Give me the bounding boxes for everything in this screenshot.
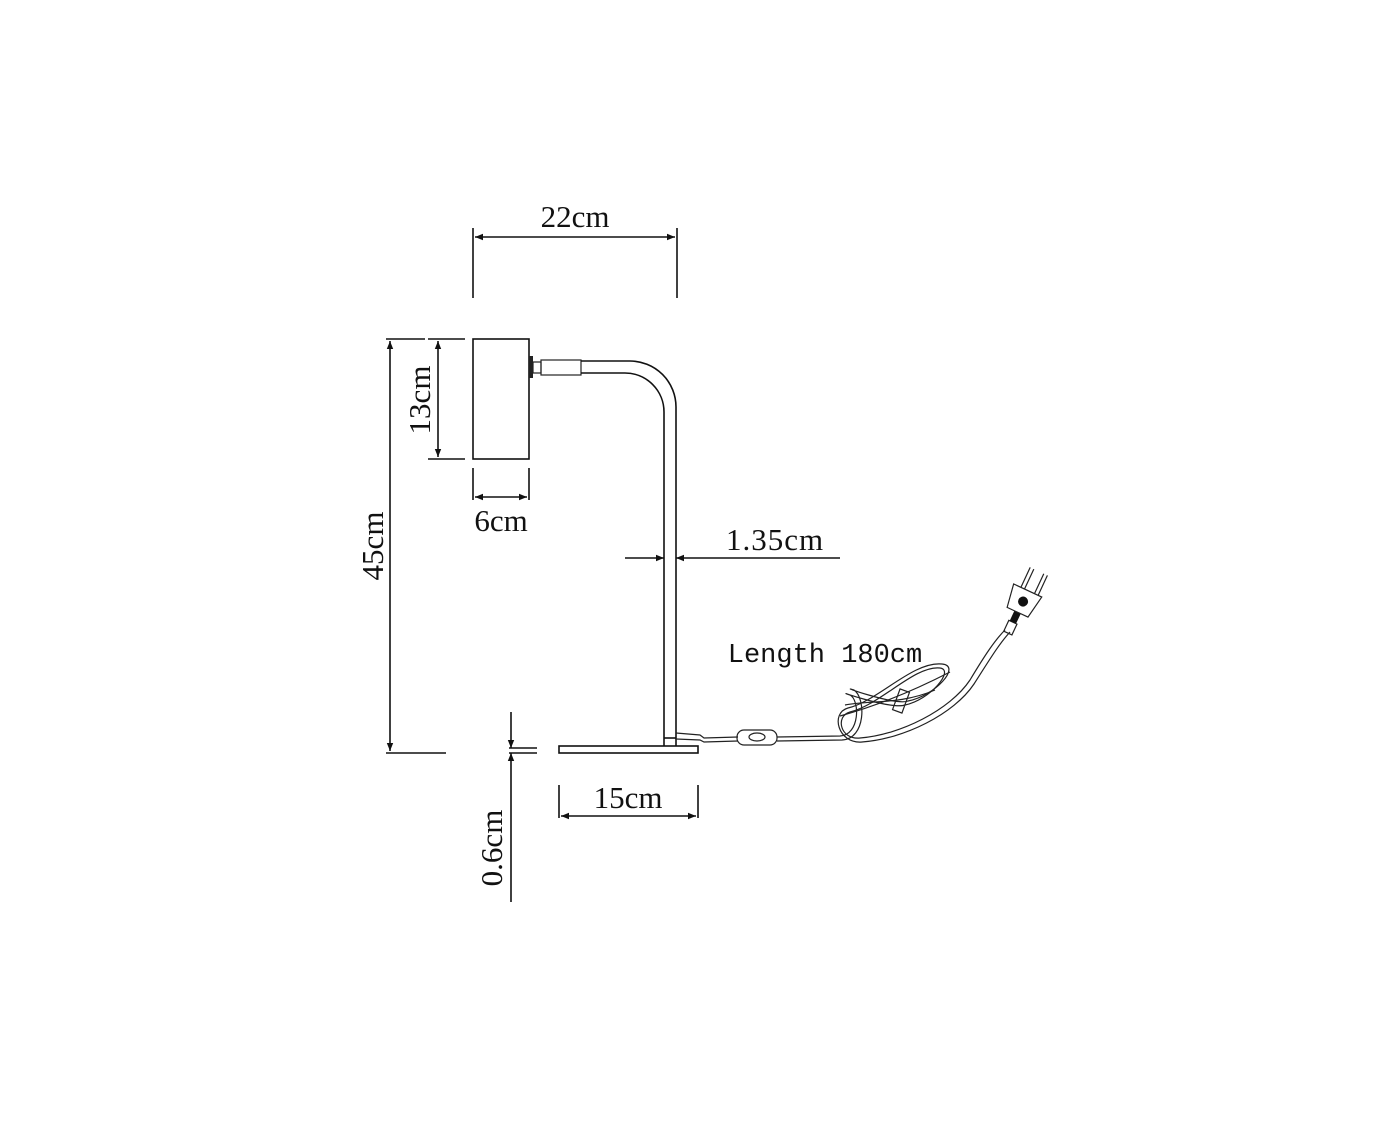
width-dimension: 22cm [472,199,678,298]
head-depth-dimension: 6cm [472,468,530,538]
plug-icon [1002,567,1048,636]
base-thickness-dimension: 0.6cm [474,712,537,902]
head-height-dimension: 13cm [402,338,465,460]
base-width-dimension: 15cm [558,780,699,820]
head-height-label: 13cm [402,366,437,435]
total-height-dimension: 45cm [355,338,446,754]
head-depth-label: 6cm [474,503,527,538]
base-thickness-label: 0.6cm [474,810,509,887]
width-label: 22cm [541,199,610,234]
arm-diameter-dimension: 1.35cm [625,522,840,562]
lamp-head [472,338,582,460]
power-cable [675,629,1011,746]
base-width-label: 15cm [594,780,663,815]
cable-length-label: Length 180cm [728,641,922,671]
lamp-base [558,745,699,754]
total-height-label: 45cm [355,512,390,581]
arm-diameter-label: 1.35cm [726,522,824,557]
lamp-arm [581,360,677,746]
